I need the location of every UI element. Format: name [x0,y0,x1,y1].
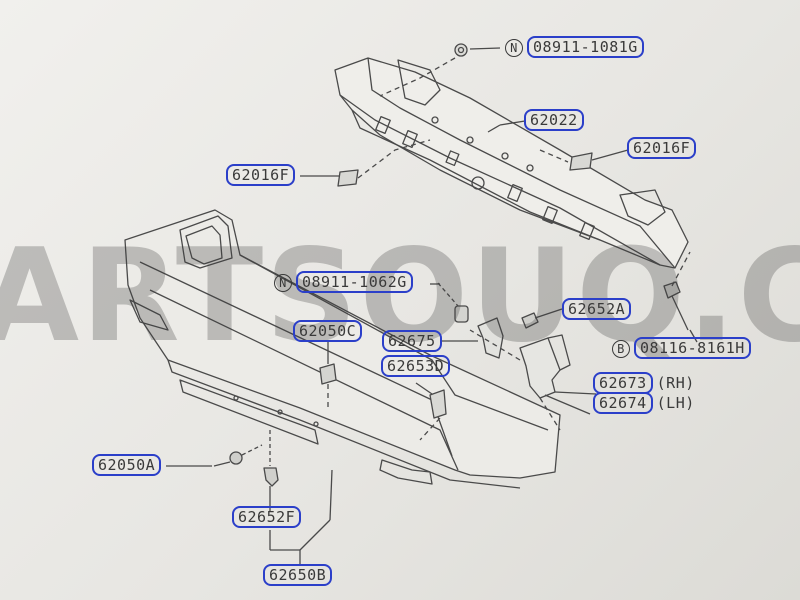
pad-right-drawing [569,152,593,171]
side-suffix: (RH) [656,374,695,392]
part-number: 62653D [381,355,451,377]
part-number: 62674 [593,392,653,414]
stay-62675-drawing [440,317,504,359]
label-reinforcement[interactable]: 62022 [524,109,584,131]
side-suffix: (LH) [656,394,695,412]
label-bumper-fascia[interactable]: 62650B [263,564,333,586]
part-number: 62050A [92,454,162,476]
part-number: 62652A [562,298,632,320]
clip-62652a-drawing [521,308,563,329]
label-bracket-lh[interactable]: 62674(LH) [593,392,695,414]
part-number: 62652F [232,506,302,528]
part-number: 62650B [263,564,333,586]
label-stay-center[interactable]: 62675 [382,330,442,352]
clip-62050a-drawing [166,444,263,467]
label-bracket-rh[interactable]: 62673(RH) [593,372,695,394]
n-circle-icon: N [505,38,523,57]
part-number: 62016F [627,137,697,159]
stay-62653d-drawing [415,382,447,441]
part-number: 62016F [226,164,296,186]
part-number: 62675 [382,330,442,352]
part-number: 08116-8161H [634,337,751,359]
part-number: 62050C [293,320,363,342]
part-number: 62022 [524,109,584,131]
label-pad-left[interactable]: 62016F [226,164,296,186]
bracket-drawing [469,329,597,431]
clip-62652f-drawing [263,430,333,566]
b-circle-icon: B [612,339,630,358]
label-clip-62652f[interactable]: 62652F [232,506,302,528]
clip-62050c-drawing [319,342,337,410]
bumper-reinforcement-drawing [334,57,689,269]
label-clip-62050c[interactable]: 62050C [293,320,363,342]
watermark: ARTSOUQ.CO [0,222,800,371]
label-pad-right[interactable]: 62016F [627,137,697,159]
bolt-right-drawing [663,251,698,343]
label-clip-62050a[interactable]: 62050A [92,454,162,476]
part-number: 08911-1081G [527,36,644,58]
nut-mid-drawing [437,282,469,323]
n-circle-icon: N [274,273,292,292]
pad-left-drawing [337,169,359,187]
part-number: 08911-1062G [296,271,413,293]
nut-top-drawing [379,43,501,97]
label-stay-small[interactable]: 62653D [381,355,451,377]
part-number: 62673 [593,372,653,394]
label-clip-top[interactable]: 62652A [562,298,632,320]
